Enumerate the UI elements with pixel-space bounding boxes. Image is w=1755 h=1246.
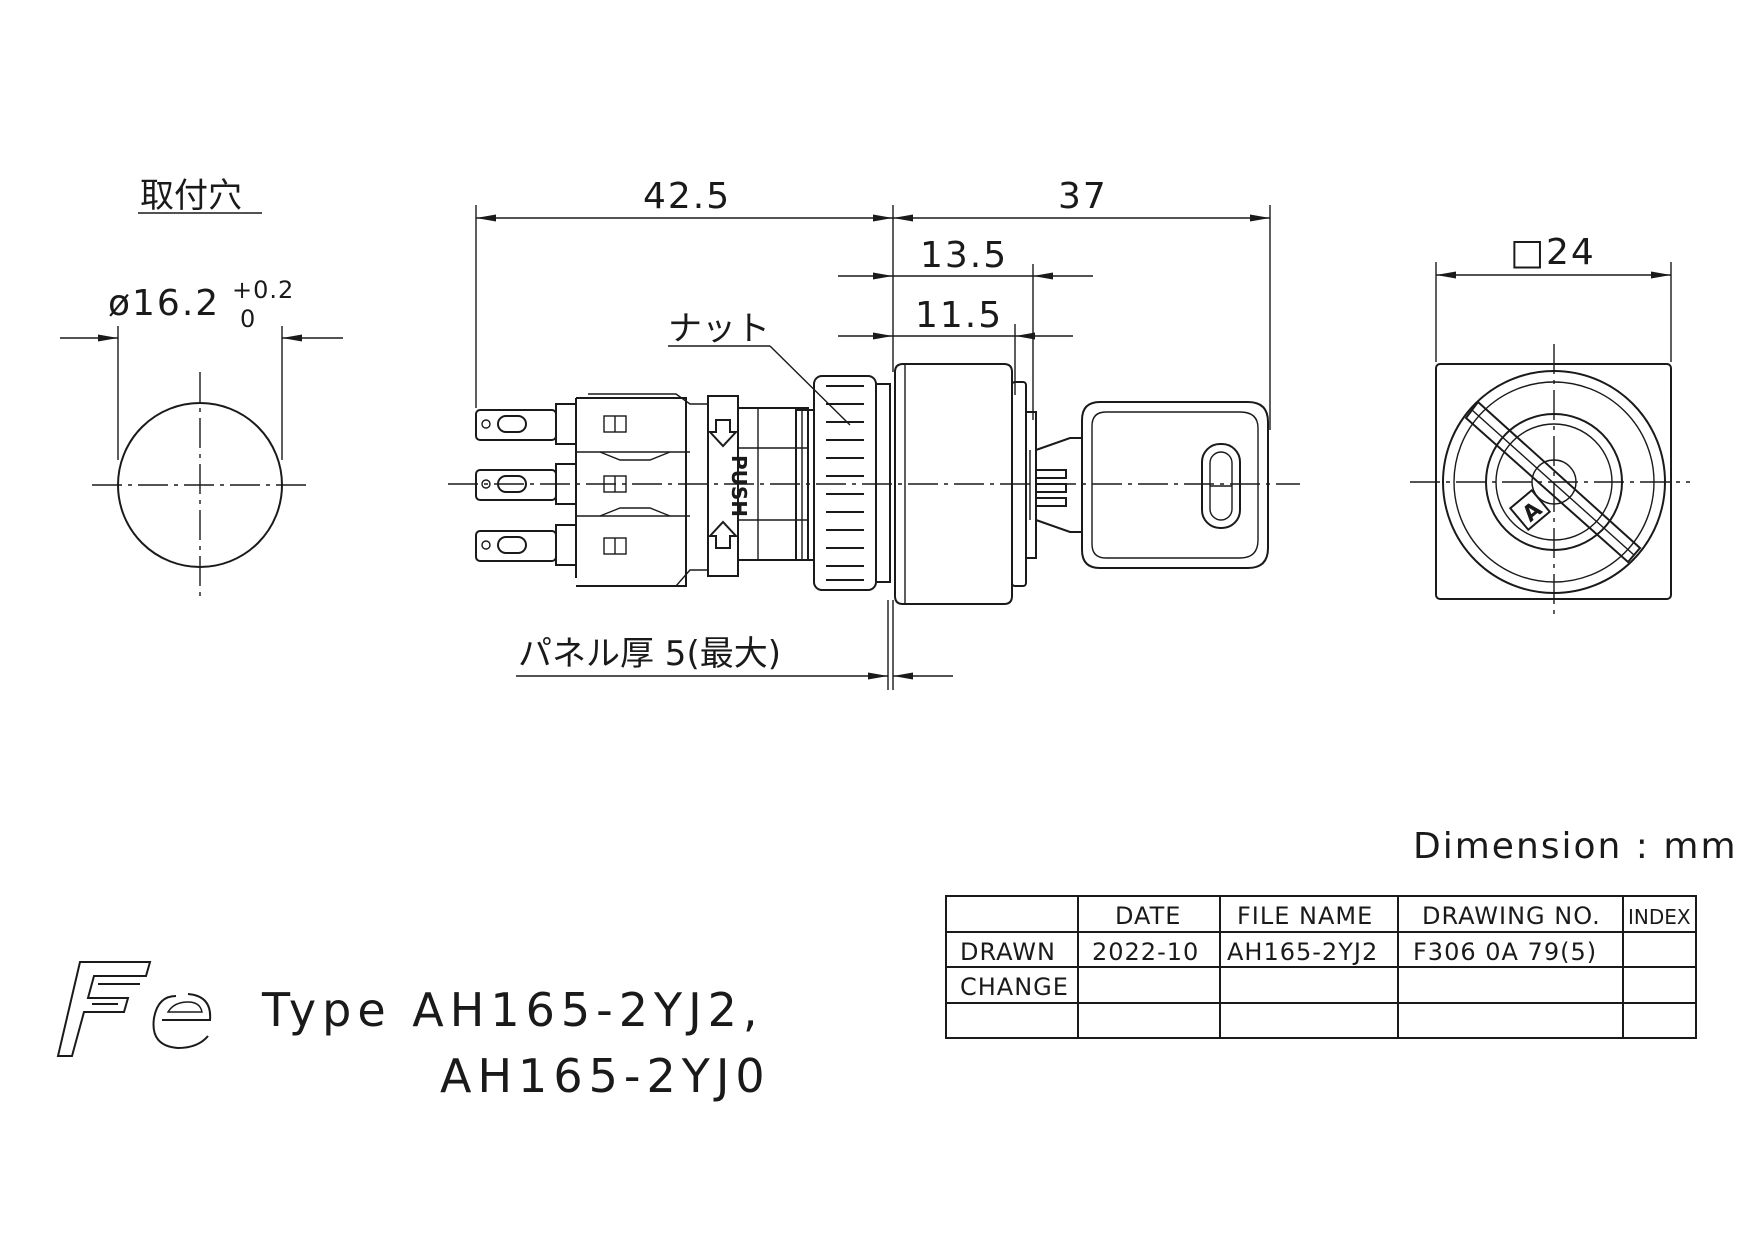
mounting-hole-label: 取付穴 (140, 176, 242, 216)
nut-label: ナット (668, 309, 770, 349)
title-block: DATE FILE NAME DRAWING NO. INDEX DRAWN 2… (945, 895, 1697, 1039)
dim-13-5-label: 13.5 (920, 235, 1008, 276)
hole-diameter-label: ø16.2 (108, 283, 220, 324)
terminal-bottom (475, 524, 577, 566)
push-plate: PUSH (707, 395, 751, 577)
dim-42-5-label: 42.5 (643, 176, 731, 217)
square-size-label: □24 (1510, 232, 1596, 273)
header-date: DATE (1115, 902, 1181, 930)
type-line-2: AH165-2YJ0 (440, 1049, 771, 1103)
row-drawn-file: AH165-2YJ2 (1227, 938, 1378, 966)
contact-block (575, 393, 709, 587)
key-letter-badge: A (1508, 488, 1552, 532)
terminal-top (475, 403, 577, 445)
panel-thickness-label: パネル厚 5(最大) (518, 634, 781, 674)
dim-37-label: 37 (1058, 176, 1108, 217)
dimension-unit-note: Dimension : mm (1413, 826, 1738, 867)
row-drawn-drawing-no: F306 0A 79(5) (1413, 938, 1597, 966)
row-drawn-date: 2022-10 (1092, 938, 1199, 966)
side-view: 42.5 37 13.5 11.5 ナット (448, 176, 1300, 690)
fe-logo (56, 961, 212, 1057)
type-line-1: Type AH165-2YJ2, (261, 983, 764, 1037)
header-index: INDEX (1628, 905, 1691, 929)
tolerance-upper: +0.2 (232, 276, 294, 304)
nut (813, 375, 891, 591)
front-view: □24 A (1410, 232, 1690, 620)
dim-11-5-label: 11.5 (915, 295, 1003, 336)
terminals (475, 403, 577, 566)
row-drawn-label: DRAWN (960, 938, 1056, 966)
key-slot (1464, 400, 1642, 564)
key (1035, 401, 1269, 569)
header-file-name: FILE NAME (1237, 902, 1373, 930)
tolerance-lower: 0 (240, 305, 256, 333)
mounting-hole-view: 取付穴 ø16.2 +0.2 0 (60, 176, 343, 596)
header-drawing-no: DRAWING NO. (1422, 902, 1601, 930)
row-change-label: CHANGE (960, 973, 1069, 1001)
